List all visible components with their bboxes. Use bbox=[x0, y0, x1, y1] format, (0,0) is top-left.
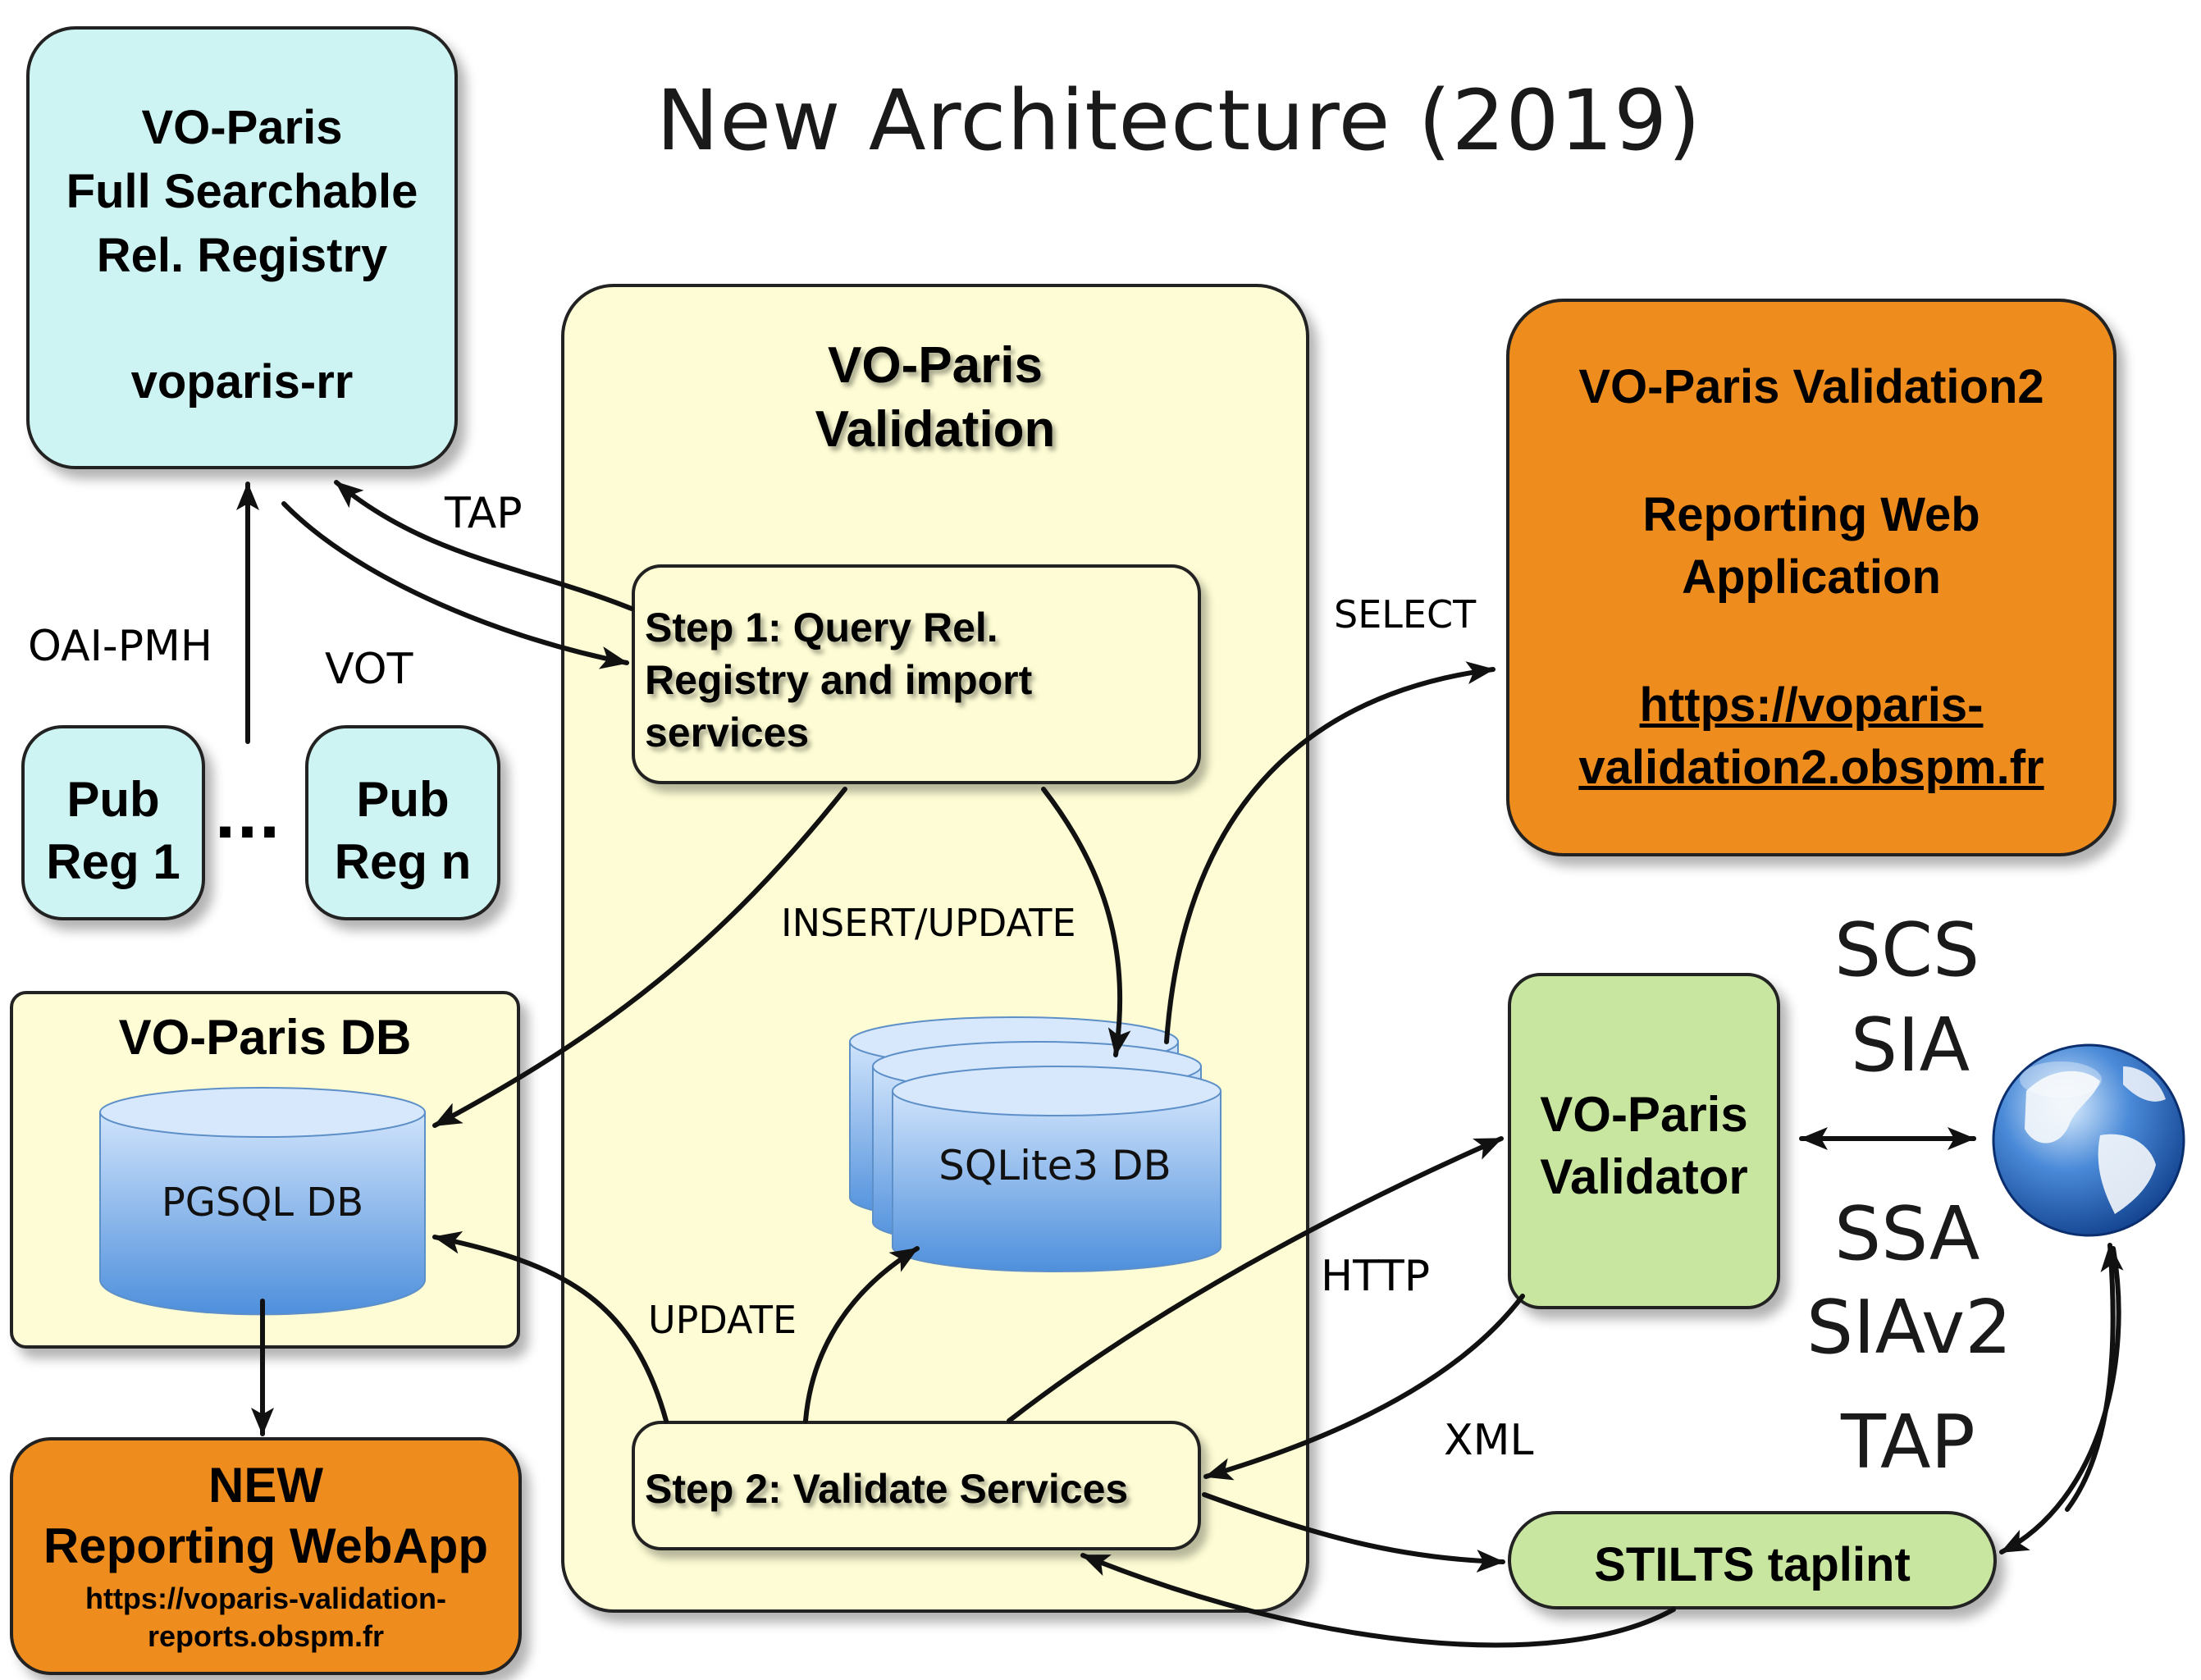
pgsql-db-cylinder: PGSQL DB bbox=[99, 1087, 426, 1316]
validation2-url-line2[interactable]: validation2.obspm.fr bbox=[1578, 741, 2044, 794]
new-reporting-line1: NEW bbox=[208, 1458, 323, 1513]
edge-label-select: SELECT bbox=[1334, 592, 1477, 637]
validator-line1: VO-Paris bbox=[1540, 1087, 1748, 1142]
stilts-box: STILTS taplint bbox=[1508, 1511, 1997, 1609]
new-reporting-url1: https://voparis-validation- bbox=[84, 1582, 447, 1615]
arrow-sqlite-to-validation2 bbox=[1164, 661, 1495, 1044]
edge-label-insert-update: INSERT/UPDATE bbox=[781, 901, 1076, 945]
globe-icon bbox=[1992, 1043, 2185, 1237]
arrow-step1-to-pgsql bbox=[432, 787, 847, 1128]
voparis-db-title: VO-Paris DB bbox=[118, 1010, 412, 1065]
sqlite-db-label: SQLite3 DB bbox=[938, 1142, 1171, 1189]
validator-box: VO-Paris Validator bbox=[1508, 973, 1780, 1309]
protocol-scs: SCS bbox=[1834, 907, 1980, 993]
validation2-url-line1[interactable]: https://voparis- bbox=[1639, 678, 1984, 732]
rel-registry-box: VO-Paris Full Searchable Rel. Registry v… bbox=[26, 26, 458, 469]
protocol-sia: SIA bbox=[1851, 1002, 1970, 1089]
arrow-step1-to-sqlite bbox=[1041, 787, 1131, 1057]
arrow-step1-to-registry bbox=[334, 480, 634, 611]
validation2-line2: Reporting Web bbox=[1642, 488, 1980, 541]
pgsql-db-label: PGSQL DB bbox=[162, 1180, 363, 1226]
arrow-stilts-to-step2 bbox=[1080, 1553, 1676, 1648]
validation-line2: Validation bbox=[815, 401, 1056, 458]
protocol-ssa: SSA bbox=[1834, 1191, 1980, 1277]
edge-label-http: HTTP bbox=[1321, 1252, 1431, 1301]
validation2-line3: Application bbox=[1682, 550, 1941, 604]
arrow-step2-to-pgsql bbox=[432, 1230, 669, 1423]
arrow-globe-to-stilts bbox=[1999, 1246, 2121, 1554]
validation-line1: VO-Paris bbox=[828, 337, 1043, 394]
edge-label-oai-pmh: OAI-PMH bbox=[28, 622, 213, 671]
new-reporting-url2: reports.obspm.fr bbox=[147, 1619, 385, 1653]
pub-reg-n-line1: Pub bbox=[356, 772, 450, 827]
pub-reg-n-line2: Reg n bbox=[334, 834, 472, 889]
step1-line2: Registry and import bbox=[645, 657, 1033, 703]
protocol-tap: TAP bbox=[1841, 1399, 1975, 1486]
arrow-step2-to-validator bbox=[1007, 1136, 1504, 1423]
rel-registry-line2: Full Searchable bbox=[66, 165, 418, 218]
step1-line1: Step 1: Query Rel. bbox=[645, 605, 998, 651]
pub-reg-n-box: Pub Reg n bbox=[305, 725, 500, 920]
edge-label-tap: TAP bbox=[445, 489, 523, 538]
rel-registry-line3: Rel. Registry bbox=[96, 229, 388, 282]
edge-label-xml: XML bbox=[1444, 1416, 1534, 1465]
rel-registry-line4: voparis-rr bbox=[130, 355, 354, 409]
pub-reg-1-line2: Reg 1 bbox=[46, 834, 180, 889]
sqlite-db-cylinder: SQLite3 DB bbox=[849, 1016, 1222, 1272]
validator-line2: Validator bbox=[1540, 1149, 1748, 1204]
step2-box: Step 2: Validate Services bbox=[632, 1421, 1201, 1550]
edge-label-vot: VOT bbox=[325, 645, 413, 694]
diagram-title: New Architecture (2019) bbox=[656, 72, 1701, 170]
arrow-step2-to-sqlite bbox=[803, 1246, 920, 1423]
step1-line3: services bbox=[645, 710, 810, 756]
protocol-siav2: SIAv2 bbox=[1806, 1285, 2012, 1371]
validation-box: VO-Paris Validation bbox=[561, 284, 1309, 1613]
validation2-line1: VO-Paris Validation2 bbox=[1578, 360, 2044, 413]
validation2-box: VO-Paris Validation2 Reporting Web Appli… bbox=[1506, 299, 2117, 856]
arrow-registry-to-step1 bbox=[281, 501, 629, 669]
stilts-label: STILTS taplint bbox=[1594, 1538, 1911, 1591]
ellipsis: ... bbox=[215, 772, 282, 854]
arrow-validator-to-step2 bbox=[1203, 1294, 1525, 1481]
step2-label: Step 2: Validate Services bbox=[645, 1466, 1129, 1512]
new-reporting-box: NEW Reporting WebApp https://voparis-val… bbox=[10, 1437, 522, 1675]
edge-label-update: UPDATE bbox=[648, 1298, 797, 1342]
arrow-stilts-to-globe bbox=[2065, 1243, 2124, 1512]
rel-registry-line1: VO-Paris bbox=[141, 101, 343, 154]
step1-box: Step 1: Query Rel. Registry and import s… bbox=[632, 564, 1201, 784]
new-reporting-line2: Reporting WebApp bbox=[43, 1518, 489, 1573]
arrow-step2-to-stilts bbox=[1202, 1492, 1505, 1573]
pub-reg-1-line1: Pub bbox=[66, 772, 160, 827]
pub-reg-1-box: Pub Reg 1 bbox=[21, 725, 205, 920]
